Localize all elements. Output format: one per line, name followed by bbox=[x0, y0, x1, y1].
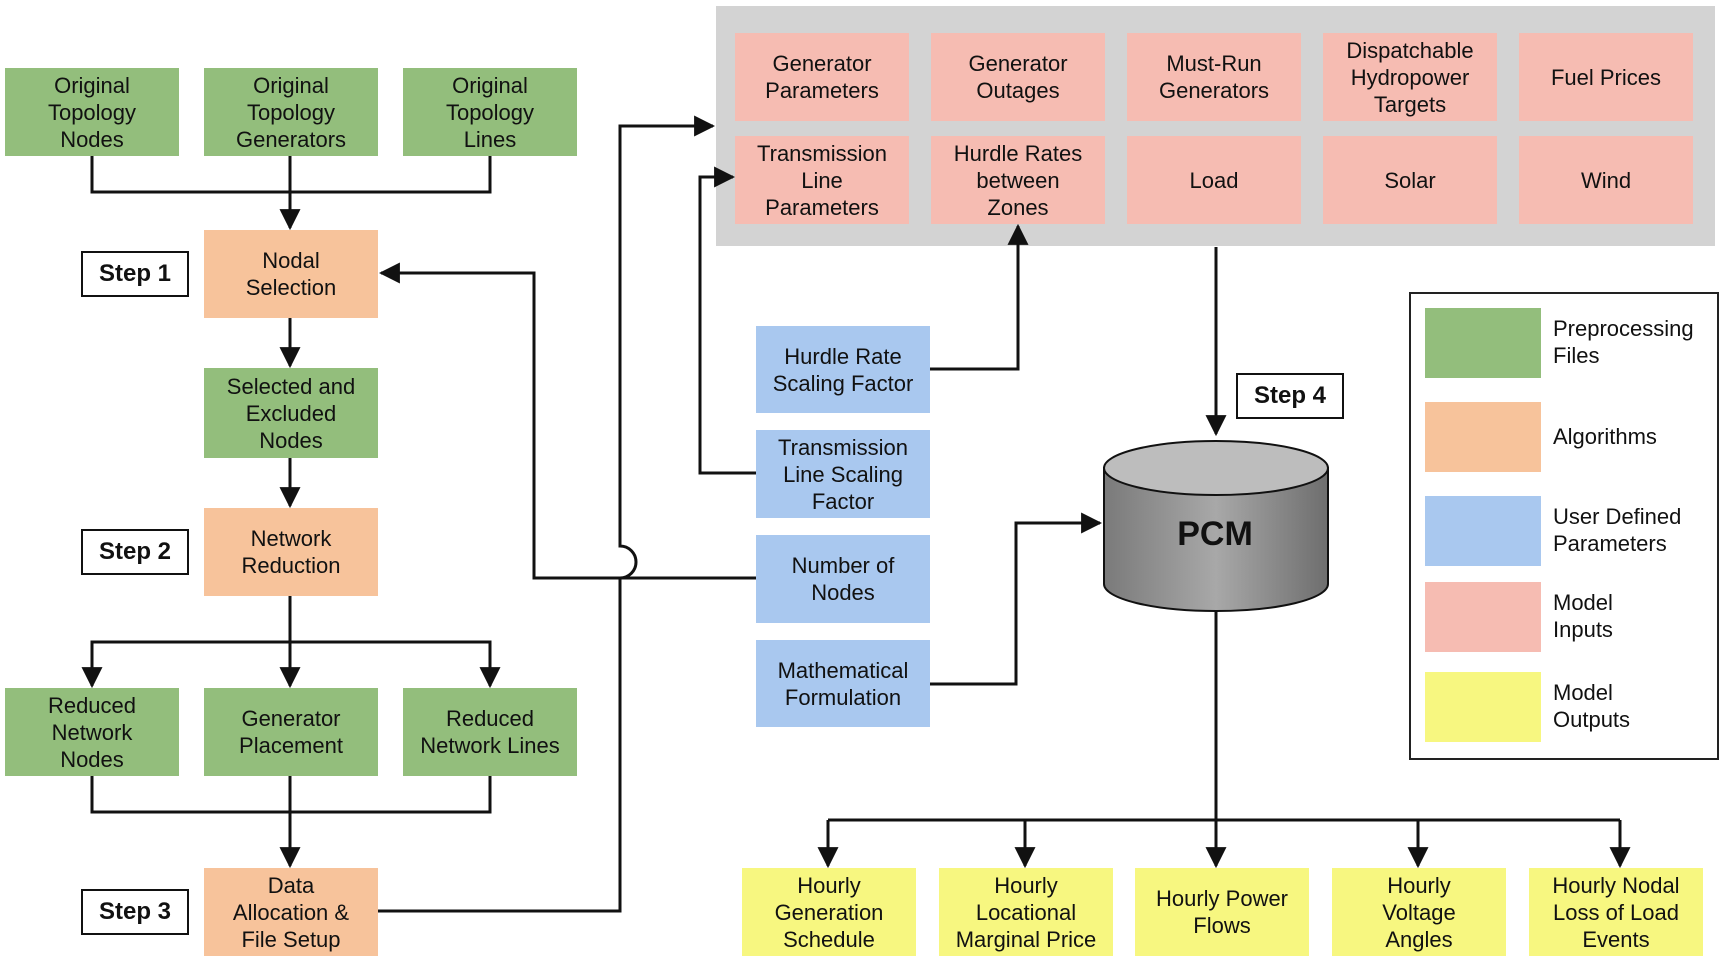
legend-swatch-model-inputs bbox=[1425, 582, 1541, 652]
pcm-database-icon bbox=[1103, 440, 1329, 612]
must-run-generators-box: Must-Run Generators bbox=[1127, 33, 1301, 121]
arrow-to-reduced-lines bbox=[290, 640, 501, 689]
line-scaling-line bbox=[698, 166, 756, 475]
branch-line bbox=[81, 596, 292, 689]
data-to-inputs-line bbox=[378, 115, 716, 913]
dispatchable-hydropower-targets-box: Dispatchable Hydropower Targets bbox=[1323, 33, 1497, 121]
network-reduction-box: Network Reduction bbox=[204, 508, 378, 596]
hourly-nodal-loss-of-load-box: Hourly Nodal Loss of Load Events bbox=[1529, 868, 1703, 956]
legend-swatch-algorithms bbox=[1425, 402, 1541, 472]
nodes-to-selection-line bbox=[378, 262, 756, 580]
mathematical-formulation-box: Mathematical Formulation bbox=[756, 640, 930, 727]
data-allocation-box: Data Allocation & File Setup bbox=[204, 868, 378, 956]
reduced-network-lines-box: Reduced Network Lines bbox=[403, 688, 577, 776]
hurdle-rates-between-zones-box: Hurdle Rates between Zones bbox=[931, 136, 1105, 224]
hourly-power-flows-box: Hourly Power Flows bbox=[1135, 868, 1309, 956]
legend-swatch-user-parameters bbox=[1425, 496, 1541, 566]
transmission-line-parameters-box: Transmission Line Parameters bbox=[735, 136, 909, 224]
selected-excluded-nodes-box: Selected and Excluded Nodes bbox=[204, 368, 378, 458]
nodal-selection-box: Nodal Selection bbox=[204, 230, 378, 318]
hurdle-rate-scaling-factor-box: Hurdle Rate Scaling Factor bbox=[756, 326, 930, 413]
original-topology-lines-box: Original Topology Lines bbox=[403, 68, 577, 156]
reduced-network-nodes-box: Reduced Network Nodes bbox=[5, 688, 179, 776]
number-of-nodes-box: Number of Nodes bbox=[756, 535, 930, 623]
generator-outages-box: Generator Outages bbox=[931, 33, 1105, 121]
pcm-label: PCM bbox=[1177, 515, 1253, 553]
step-3-label: Step 3 bbox=[81, 889, 189, 935]
wind-box: Wind bbox=[1519, 136, 1693, 224]
hurdle-scaling-line bbox=[930, 223, 1029, 371]
legend-label-algorithms: Algorithms bbox=[1553, 424, 1657, 449]
legend-label-model-inputs: Model Inputs bbox=[1553, 590, 1613, 642]
hourly-lmp-box: Hourly Locational Marginal Price bbox=[939, 868, 1113, 956]
legend-swatch-preprocessing bbox=[1425, 308, 1541, 378]
generator-placement-box: Generator Placement bbox=[204, 688, 378, 776]
step-2-label: Step 2 bbox=[81, 529, 189, 575]
legend-label-preprocessing: Preprocessing Files bbox=[1553, 316, 1694, 368]
legend-label-model-outputs: Model Outputs bbox=[1553, 680, 1631, 732]
fuel-prices-box: Fuel Prices bbox=[1519, 33, 1693, 121]
original-topology-generators-box: Original Topology Generators bbox=[204, 68, 378, 156]
transmission-line-scaling-factor-box: Transmission Line Scaling Factor bbox=[756, 430, 930, 518]
original-topology-nodes-box: Original Topology Nodes bbox=[5, 68, 179, 156]
legend-swatch-model-outputs bbox=[1425, 672, 1541, 742]
load-box: Load bbox=[1127, 136, 1301, 224]
formulation-to-pcm-line bbox=[930, 512, 1103, 686]
legend-label-user-parameters: User Defined Parameters bbox=[1553, 504, 1682, 556]
hourly-generation-schedule-box: Hourly Generation Schedule bbox=[742, 868, 916, 956]
solar-box: Solar bbox=[1323, 136, 1497, 224]
generator-parameters-box: Generator Parameters bbox=[735, 33, 909, 121]
step-4-label: Step 4 bbox=[1236, 373, 1344, 419]
hourly-voltage-angles-box: Hourly Voltage Angles bbox=[1332, 868, 1506, 956]
step-1-label: Step 1 bbox=[81, 251, 189, 297]
legend: Preprocessing Files Algorithms User Defi… bbox=[1409, 292, 1719, 760]
